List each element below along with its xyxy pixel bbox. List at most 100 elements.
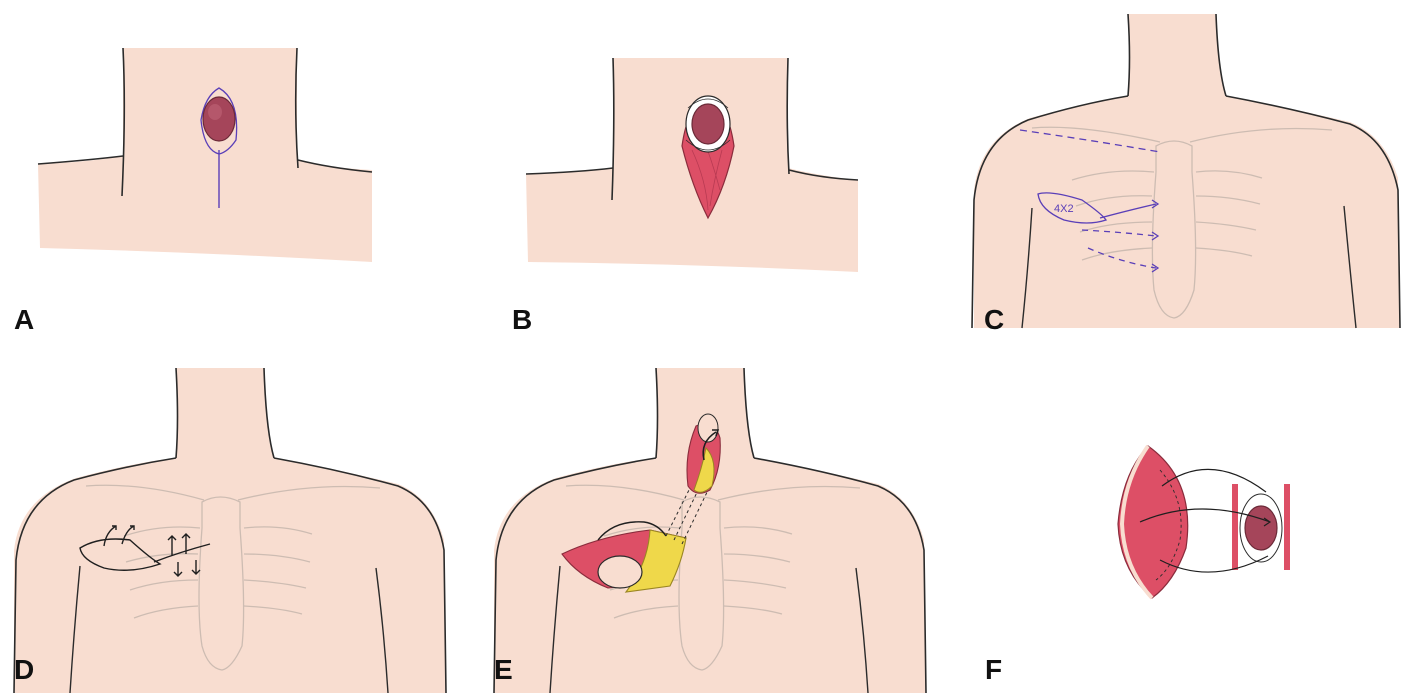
rotation-arrow <box>702 429 720 461</box>
stoma-edge-lines <box>685 98 731 151</box>
torso-skin <box>974 14 1400 328</box>
right-arm-line <box>855 567 869 693</box>
paddle-size-annotation: 4X2 <box>1054 203 1074 215</box>
skeleton-overlay <box>1031 126 1333 319</box>
right-clavicle <box>1189 127 1333 143</box>
left-shoulder-line <box>13 457 177 693</box>
skin-paddle <box>597 555 643 589</box>
right-shoulder-line <box>753 457 927 693</box>
up-arrow-1 <box>167 535 177 556</box>
tunnel-line-3 <box>681 485 711 545</box>
pedicle-dashed-2 <box>1087 247 1157 269</box>
neck-right-line <box>786 57 790 175</box>
flap-markings <box>1019 129 1161 273</box>
sternum <box>1151 140 1197 319</box>
torso-skin <box>14 368 446 693</box>
neck-skin <box>38 48 372 262</box>
left-clavicle <box>1031 126 1161 143</box>
tunnel-line-1 <box>665 479 695 537</box>
panel-label-f: F <box>985 654 1003 685</box>
elevation-arrow-1 <box>103 525 117 547</box>
panel-e-drawing <box>493 367 927 693</box>
panel-e <box>480 350 950 693</box>
flap-incision <box>79 525 211 577</box>
neck-left-line <box>1127 13 1131 97</box>
neck-right-line <box>1215 13 1227 97</box>
right-arm-line <box>375 567 389 693</box>
neck-left-line <box>611 57 615 201</box>
panel-f <box>1100 430 1320 620</box>
sternum <box>198 496 245 671</box>
right-arm-line <box>1343 205 1357 329</box>
arrow-bottom <box>1159 555 1269 573</box>
sternum <box>678 496 725 671</box>
neck-right-line <box>743 367 755 459</box>
stoma-wound <box>202 96 236 142</box>
left-arm-line <box>69 565 81 693</box>
stoma-highlight <box>208 104 222 120</box>
skin-paddle-outline <box>1037 192 1108 224</box>
panel-label-c: C <box>984 304 1005 335</box>
left-clavicle <box>85 484 205 501</box>
neck-left-line <box>655 367 659 459</box>
neck-right-line <box>263 367 275 459</box>
left-arm-line <box>549 565 561 693</box>
left-shoulder-line <box>493 457 657 693</box>
neck-flap-fat <box>693 446 715 493</box>
paddle-pedicle-line <box>1099 203 1157 219</box>
tunnel-dotted-lines <box>665 479 711 545</box>
left-shoulder-line <box>37 155 124 165</box>
panel-c: 4X2 <box>960 0 1423 340</box>
neck-left-line <box>121 47 126 197</box>
right-shoulder-line <box>788 169 859 181</box>
right-shoulder-line <box>273 457 447 693</box>
neck-left-line <box>175 367 179 459</box>
panel-label-d: D <box>14 654 35 685</box>
suture-arrows <box>1139 468 1272 573</box>
down-arrow-2 <box>191 560 201 575</box>
torso-skin <box>494 368 926 693</box>
right-shoulder-line <box>297 159 373 173</box>
wound-right-margin <box>1284 484 1290 570</box>
elevation-arrow-2 <box>121 525 135 545</box>
left-clavicle <box>565 484 685 501</box>
panel-d-drawing <box>13 367 447 693</box>
ribs-left <box>123 526 201 619</box>
panel-a-drawing <box>37 47 373 262</box>
skin-paddle-incision <box>79 538 162 571</box>
ribs-right <box>243 526 313 615</box>
panel-b-drawing <box>525 57 859 272</box>
transposed-flap <box>686 413 721 494</box>
marking-arrowheads <box>1151 199 1160 273</box>
extension-incision <box>153 543 211 563</box>
flap-dotted-margin <box>1155 469 1182 581</box>
neck-right-line <box>294 47 299 169</box>
right-clavicle <box>717 485 861 501</box>
clavicle-marking <box>1019 129 1161 153</box>
panel-label-a: A <box>14 304 35 335</box>
panel-a <box>0 0 470 340</box>
down-arrow-1 <box>173 562 183 577</box>
arrow-middle <box>1139 508 1272 527</box>
pedicle-dashed-1 <box>1081 229 1157 237</box>
arrow-top <box>1161 468 1267 493</box>
ribs-left <box>1071 170 1155 261</box>
ribs-right <box>1195 170 1263 257</box>
up-arrow-2 <box>181 533 191 554</box>
stoma-wound <box>1244 505 1278 551</box>
skeleton-overlay <box>85 484 381 671</box>
left-shoulder-line <box>525 167 614 175</box>
left-arm-line <box>1021 207 1033 329</box>
right-shoulder-line <box>1225 95 1401 329</box>
stoma-wound <box>691 103 725 145</box>
panel-label-b: B <box>512 304 533 335</box>
right-clavicle <box>237 485 381 501</box>
panel-b <box>500 0 950 340</box>
flap-lens <box>1117 445 1189 599</box>
harvested-flap <box>561 521 687 593</box>
wound-left-margin <box>1232 484 1238 570</box>
tunnel-line-2 <box>673 481 703 541</box>
panel-f-drawing <box>1117 444 1290 600</box>
left-shoulder-line <box>971 95 1129 329</box>
pedicle-loop <box>597 521 667 541</box>
